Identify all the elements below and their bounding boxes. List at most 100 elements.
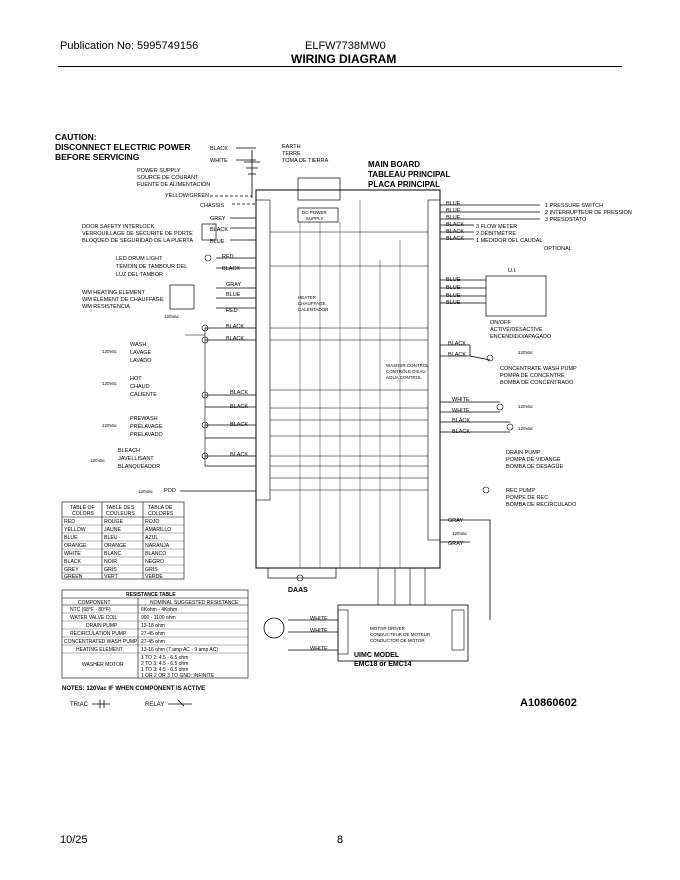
color-row-0-en: RED xyxy=(64,519,75,525)
bleach-es: BLANQUEADOR xyxy=(118,464,160,470)
pressure-es: 3 PRESOSTATO xyxy=(545,217,587,223)
resistance-header-value: NOMINAL SUGGESTED RESISTANCE xyxy=(150,600,239,606)
wire-grey: GREY xyxy=(210,216,226,222)
daas-connector xyxy=(267,567,337,579)
wire-black-top: BLACK xyxy=(210,146,228,152)
earth-fr: TERRE xyxy=(282,151,301,157)
flow-fr: 2 DÉBITMÈTRE xyxy=(476,230,516,237)
rating-drain-1: 120Vac xyxy=(518,404,534,409)
wire-black-wash-1: BLACK xyxy=(226,324,244,330)
footer-date: 10/25 xyxy=(60,834,88,846)
wash-es: LAVADO xyxy=(130,358,152,364)
wire-white-drain-2: WHITE xyxy=(452,408,470,414)
washer-motor-label: WASHER MOTOR xyxy=(82,662,124,668)
pressure-en: 1 PRESSURE SWITCH xyxy=(545,203,603,209)
hot-en: HOT xyxy=(130,376,142,382)
wire-black-flow-2: BLACK xyxy=(446,229,464,235)
res-row-3-value: 27-45 ohm xyxy=(141,631,165,637)
wire-blue-door: BLUE xyxy=(210,239,225,245)
color-row-2-en: BLUE xyxy=(64,535,78,541)
rating-pod: 120Vac xyxy=(138,489,154,494)
color-row-5-fr: NOIR xyxy=(104,559,117,565)
washer-control-fr: CONTRÔLE D'EAU xyxy=(386,368,426,374)
main-board-fr: TABLEAU PRINCIPAL xyxy=(368,170,450,179)
rating-drain-2: 120Vac xyxy=(518,426,534,431)
wire-black-conc-2: BLACK xyxy=(448,352,466,358)
color-header-es-1: TABLA DE xyxy=(148,505,173,511)
color-row-7-fr: VERT xyxy=(104,574,119,580)
color-row-4-en: WHITE xyxy=(64,551,81,557)
wire-white-motor-2: WHITE xyxy=(310,628,328,634)
motor-value-1: 2 TO 3: 4.5 - 6.5 ohm xyxy=(141,661,188,667)
washer-control-en: WASHER CONTROL xyxy=(386,363,429,368)
chassis-label: CHASSIS xyxy=(200,203,224,209)
bleach-en: BLEACH xyxy=(118,448,140,454)
res-row-1-name: WATER VALVE COIL xyxy=(70,615,118,621)
dc-power-label-2: SUPPLY xyxy=(306,216,323,221)
drum-light-es: LUZ DEL TAMBOR xyxy=(116,272,163,278)
rating-wash: 120Vac xyxy=(102,349,118,354)
pod-label: POD xyxy=(164,488,176,494)
rec-fr: POMPE DE REC xyxy=(506,495,548,501)
wire-blue-ps-1: BLUE xyxy=(446,201,461,207)
drain-fr: POMPA DE VIDANGE xyxy=(506,457,561,463)
hot-es: CALIENTE xyxy=(130,392,157,398)
left-connector-strip xyxy=(255,199,271,501)
heating-en: WM HEATING ELEMENT xyxy=(82,290,145,296)
rating-bleach: 120Vac xyxy=(90,458,106,463)
motor-driver-es: CONDUCTOR DE MOTOR xyxy=(370,638,425,643)
color-row-0-fr: ROUGE xyxy=(104,519,124,525)
wire-blue-ui-4: BLUE xyxy=(446,300,461,306)
color-header-fr-1: TABLE DES xyxy=(106,505,135,511)
color-row-4-es: BLANCO xyxy=(145,551,166,557)
model-number: ELFW7738MW0 xyxy=(305,40,386,52)
wire-black-drain-1: BLACK xyxy=(452,418,470,424)
res-row-5-name: HEATING ELEMENT xyxy=(76,647,123,653)
motor-driver-fr: CONDUCTEUR DE MOTEUR xyxy=(370,632,431,637)
caution-heading: CAUTION: xyxy=(55,132,97,142)
wire-blue-ps-2: BLUE xyxy=(446,208,461,214)
drain-en: DRAIN PUMP xyxy=(506,450,541,456)
wire-white-motor-3: WHITE xyxy=(310,646,328,652)
color-row-3-fr: ORANGE xyxy=(104,543,127,549)
res-row-0-name: NTC (68°F - 80°F) xyxy=(70,607,111,613)
motor-driver-en: MOTOR DRIVER xyxy=(370,626,406,631)
color-table-grid xyxy=(61,501,185,580)
concentrate-en: CONCENTRATE WASH PUMP xyxy=(500,366,577,372)
color-row-4-fr: BLANC xyxy=(104,551,122,557)
dc-power-label-1: DC POWER xyxy=(302,210,328,215)
hot-fr: CHAUD xyxy=(130,384,150,390)
wire-black-drain-2: BLACK xyxy=(452,429,470,435)
res-row-4-value: 27-45 ohm xyxy=(141,639,165,645)
earth-en: EARTH xyxy=(282,144,301,150)
wire-red-heat: RED xyxy=(226,308,238,314)
wire-white-top: WHITE xyxy=(210,158,228,164)
onoff-fr: ACTIVÉ/DÉSACTIVÉ xyxy=(490,326,543,333)
color-row-7-en: GREEN xyxy=(64,574,83,580)
wire-black-bleach-2: BLACK xyxy=(230,452,248,458)
wire-blue-ui-1: BLUE xyxy=(446,277,461,283)
daas-label: DAAS xyxy=(288,587,308,594)
right-connector-strip xyxy=(427,199,441,541)
color-row-6-es: GRIS xyxy=(145,567,158,573)
color-row-0-es: ROJO xyxy=(145,519,159,525)
wire-black-wash-2: BLACK xyxy=(226,336,244,342)
relay-label: RELAY xyxy=(145,702,164,708)
triac-symbol xyxy=(92,700,110,708)
wire-black-light: BLACK xyxy=(222,266,240,272)
wire-blue-ui-3: BLUE xyxy=(446,293,461,299)
wire-black-flow-3: BLACK xyxy=(446,236,464,242)
color-header-es-2: COLORES xyxy=(148,511,174,517)
pressure-fr: 2 INTERRUPTEUR DE PRESSION xyxy=(545,210,632,216)
color-row-6-fr: GRIS xyxy=(104,567,117,573)
heater-relay-en: HEATER xyxy=(298,295,317,300)
footer-page: 8 xyxy=(337,834,343,846)
rating-prewash: 120Vac xyxy=(102,423,118,428)
color-row-5-es: NEGRO xyxy=(145,559,164,565)
ui-label: U.I. xyxy=(508,268,517,274)
color-row-1-en: YELLOW xyxy=(64,527,86,533)
motor-value-3: 1 OR 2 OR 3 TO GND: INFINITE xyxy=(141,673,215,679)
color-row-3-es: NARANJA xyxy=(145,543,170,549)
motor-symbol xyxy=(263,617,285,639)
wire-gray-rec-2: GRAY xyxy=(448,541,464,547)
